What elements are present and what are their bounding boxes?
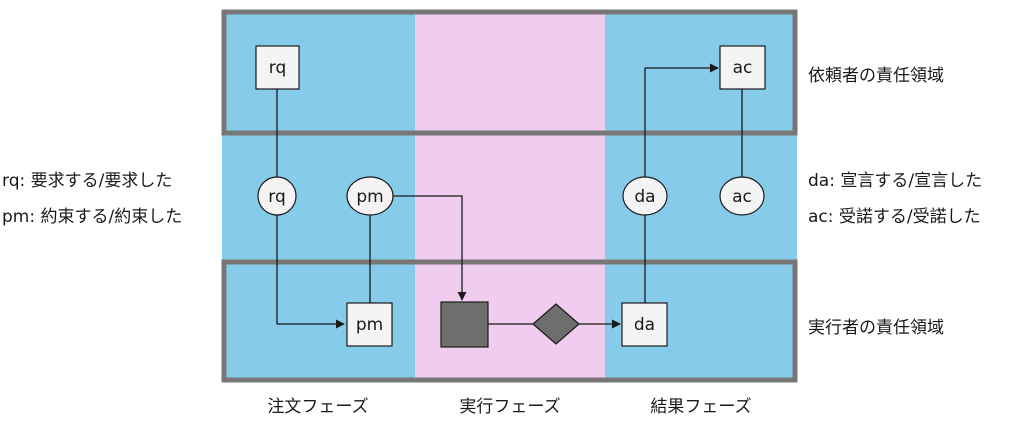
executor-area-label: 実行者の責任領域 — [808, 318, 944, 338]
rq-circle-to-pm-box — [276, 214, 345, 329]
ac-circle-label: ac — [732, 187, 752, 207]
executor-area-border — [221, 259, 798, 383]
pm-circle-label: pm — [356, 187, 383, 207]
ac-box-label: ac — [733, 58, 753, 78]
da-box-label: da — [634, 315, 655, 335]
legend-da: da: 宣言する/宣言した — [808, 171, 983, 191]
order-phase-label: 注文フェーズ — [267, 397, 369, 417]
execution-phase-label: 実行フェーズ — [459, 397, 561, 417]
rq-box-label: rq — [269, 58, 286, 78]
pm-box-label: pm — [356, 315, 383, 335]
legend-rq: rq: 要求する/要求した — [2, 171, 173, 191]
initiator-area-border — [221, 9, 798, 136]
ac-box: ac — [719, 45, 766, 90]
legend-ac: ac: 受諾する/受諾した — [808, 207, 981, 227]
ac-circle: ac — [719, 176, 765, 216]
da-circle-to-ac-box — [644, 63, 719, 178]
execution-act-square — [440, 301, 489, 348]
pm-circle: pm — [346, 176, 394, 216]
legend-pm: pm: 約束する/約束した — [2, 207, 183, 227]
decision-diamond — [532, 303, 580, 345]
pm-circle-to-execution — [393, 195, 467, 301]
da-circle-label: da — [634, 187, 655, 207]
da-box: da — [621, 302, 668, 347]
pm-box: pm — [346, 302, 393, 347]
rq-box: rq — [255, 45, 300, 90]
result-phase-label: 結果フェーズ — [650, 397, 752, 417]
initiator-area-label: 依頼者の責任領域 — [808, 66, 944, 86]
da-circle: da — [622, 176, 668, 216]
rq-circle: rq — [257, 176, 297, 216]
rq-circle-label: rq — [268, 187, 285, 207]
